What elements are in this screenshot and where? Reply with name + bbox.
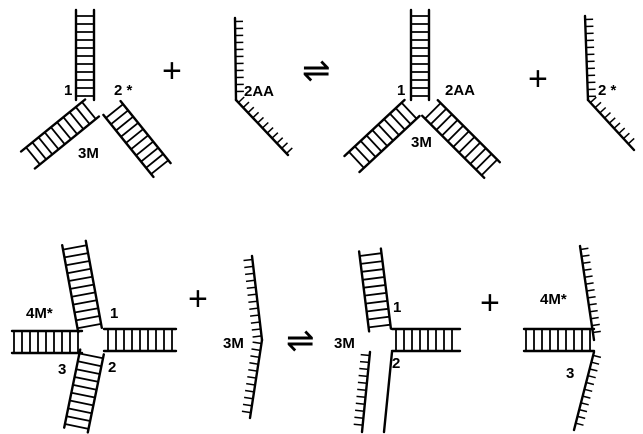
plus-sign: + xyxy=(480,284,500,322)
single-strand-3m xyxy=(241,254,264,420)
arm-label-1: 1 xyxy=(110,305,118,322)
three-way-junction-right: 1 2AA 3M xyxy=(343,8,501,180)
equilibrium-arrows: ⇌ xyxy=(286,322,315,360)
duplex-arm-bottom xyxy=(353,350,372,434)
single-strand-2aa xyxy=(233,16,293,157)
strand-label-2aa: 2AA xyxy=(244,83,274,100)
strand-bottom xyxy=(572,350,602,432)
arm-label-2: 2 xyxy=(108,359,116,376)
arm-label-2-star: 2 * xyxy=(114,82,133,99)
arm-label-4m-star: 4M* xyxy=(540,291,567,308)
arm-label-3: 3 xyxy=(58,361,66,378)
strand-label-2-star: 2 * xyxy=(598,82,617,99)
arm-label-3m: 3M xyxy=(78,145,99,162)
duplex-arm-top xyxy=(409,8,431,102)
arm-label-2aa: 2AA xyxy=(445,82,475,99)
duplex-arm-bottom xyxy=(62,348,106,434)
arm-label-2: 2 xyxy=(392,355,400,372)
duplex-arm-right xyxy=(390,327,462,353)
duplex-arm-right xyxy=(102,327,178,353)
duplex-arm-top xyxy=(357,247,393,333)
three-way-junction-right: 3M 1 2 xyxy=(334,247,462,434)
duplex-arm-lower-left xyxy=(343,98,421,174)
three-way-junction-left: 1 2 * 3M xyxy=(19,8,172,179)
arm-label-1: 1 xyxy=(397,82,405,99)
equilibrium-arrows: ⇌ xyxy=(302,52,331,90)
released-duplex-4m-3: 4M* 3 xyxy=(522,244,602,432)
strand-label-3m: 3M xyxy=(223,335,244,352)
duplex-arm-left xyxy=(522,327,596,353)
duplex-arm-top xyxy=(74,8,96,102)
strand-top xyxy=(578,244,601,342)
duplex-arm-left xyxy=(10,329,84,355)
arm-label-3: 3 xyxy=(566,365,574,382)
duplex-arm-lower-right xyxy=(102,99,172,179)
single-strand-2-star xyxy=(583,14,636,152)
duplex-arm-lower-left xyxy=(19,98,101,170)
arm-label-1: 1 xyxy=(393,299,401,316)
duplex-arm-bottom-strand xyxy=(382,350,394,434)
plus-sign: + xyxy=(188,280,208,318)
duplex-arm-lower-right xyxy=(421,98,501,180)
duplex-arm-top xyxy=(61,239,104,334)
arm-label-4m-star: 4M* xyxy=(26,305,53,322)
plus-sign: + xyxy=(528,60,548,98)
arm-label-1: 1 xyxy=(64,82,72,99)
four-way-junction-left: 4M* 1 3 2 xyxy=(10,239,178,434)
arm-label-3m: 3M xyxy=(411,134,432,151)
plus-sign: + xyxy=(162,52,182,90)
arm-label-3m: 3M xyxy=(334,335,355,352)
